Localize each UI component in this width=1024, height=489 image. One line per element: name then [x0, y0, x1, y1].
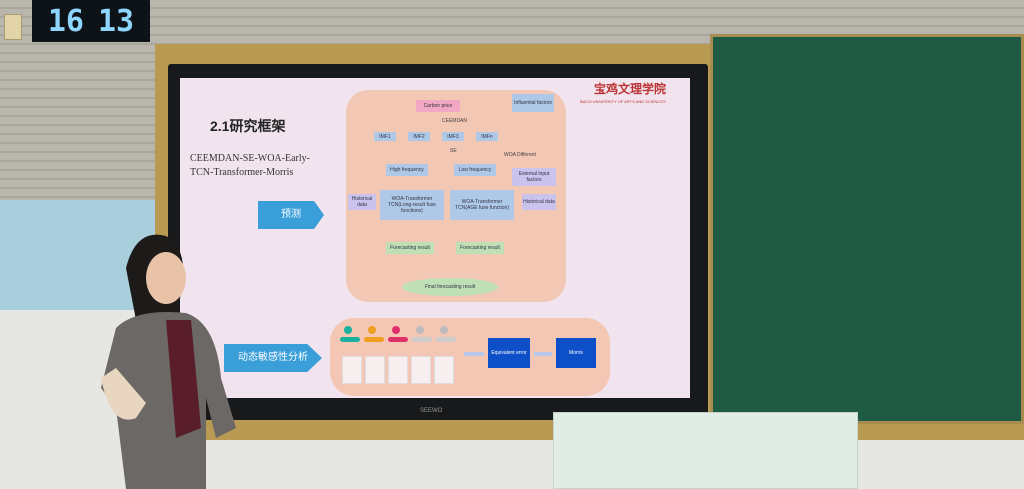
- presentation-slide: 2.1研究框架 CEEMDAN-SE-WOA-Early-TCN-Transfo…: [180, 78, 690, 398]
- step-dot: [416, 326, 424, 334]
- imf-box: IMFn: [476, 132, 498, 141]
- step-card: [365, 356, 385, 384]
- arrow: [464, 352, 484, 356]
- step-dot: [344, 326, 352, 334]
- digital-clock: 16 13: [32, 0, 150, 42]
- step-dot: [392, 326, 400, 334]
- ceemdan-label: CEEMDAN: [442, 118, 468, 124]
- wall-outlet: [4, 14, 22, 40]
- presenter: [101, 234, 236, 489]
- model-box: WOA-Transformer TCN(AGE fuse function): [450, 190, 514, 220]
- se-label: SE: [450, 148, 457, 154]
- step-bar: [340, 337, 360, 342]
- university-logo-en: BAOJI UNIVERSITY OF ARTS AND SCIENCES: [580, 99, 666, 104]
- desk: [553, 412, 858, 489]
- method-name: CEEMDAN-SE-WOA-Early-TCN-Transformer-Mor…: [190, 153, 310, 178]
- university-logo: 宝鸡文理学院: [594, 82, 667, 96]
- step-dot: [368, 326, 376, 334]
- sensitivity-diagram: Equivalent error Morris: [330, 318, 610, 396]
- high-frequency-box: High frequency: [386, 164, 428, 176]
- woa-label: WOA Different: [504, 152, 536, 158]
- forecast-result-box: Forecasting result: [386, 242, 434, 254]
- final-result-ellipse: Final forecasting result: [402, 278, 498, 296]
- sensitivity-tag: 动态敏感性分析: [224, 344, 322, 372]
- chalkboard: [710, 34, 1024, 424]
- historical-data-box: Historical data: [522, 194, 556, 210]
- step-bar: [364, 337, 384, 342]
- forecast-result-box: Forecasting result: [456, 242, 504, 254]
- historical-data-box: Historical data: [348, 194, 376, 210]
- influential-factors-box: Influential factors: [512, 94, 554, 112]
- step-bar: [388, 337, 408, 342]
- step-card: [434, 356, 454, 384]
- step-dot: [440, 326, 448, 334]
- framework-diagram: Carbon price Influential factors CEEMDAN…: [346, 90, 566, 302]
- forecast-tag: 预测: [258, 201, 324, 229]
- imf-box: IMF3: [442, 132, 464, 141]
- imf-box: IMF2: [408, 132, 430, 141]
- morris-box: Morris: [556, 338, 596, 368]
- step-bar: [436, 337, 456, 342]
- low-frequency-box: Low frequency: [454, 164, 496, 176]
- monitor-brand: SEEWO: [420, 408, 443, 414]
- model-box: WOA-Transformer TCN(Long-result fuse fun…: [380, 190, 444, 220]
- step-card: [388, 356, 408, 384]
- imf-box: IMF1: [374, 132, 396, 141]
- step-card: [342, 356, 362, 384]
- step-bar: [412, 337, 432, 342]
- equivalent-error-box: Equivalent error: [488, 338, 530, 368]
- clock-hours: 16: [47, 3, 84, 39]
- clock-minutes: 13: [98, 3, 135, 39]
- step-card: [411, 356, 431, 384]
- carbon-price-box: Carbon price: [416, 100, 460, 112]
- arrow: [534, 352, 552, 356]
- external-factors-box: External input factors: [512, 168, 556, 186]
- slide-title: 2.1研究框架: [210, 118, 286, 134]
